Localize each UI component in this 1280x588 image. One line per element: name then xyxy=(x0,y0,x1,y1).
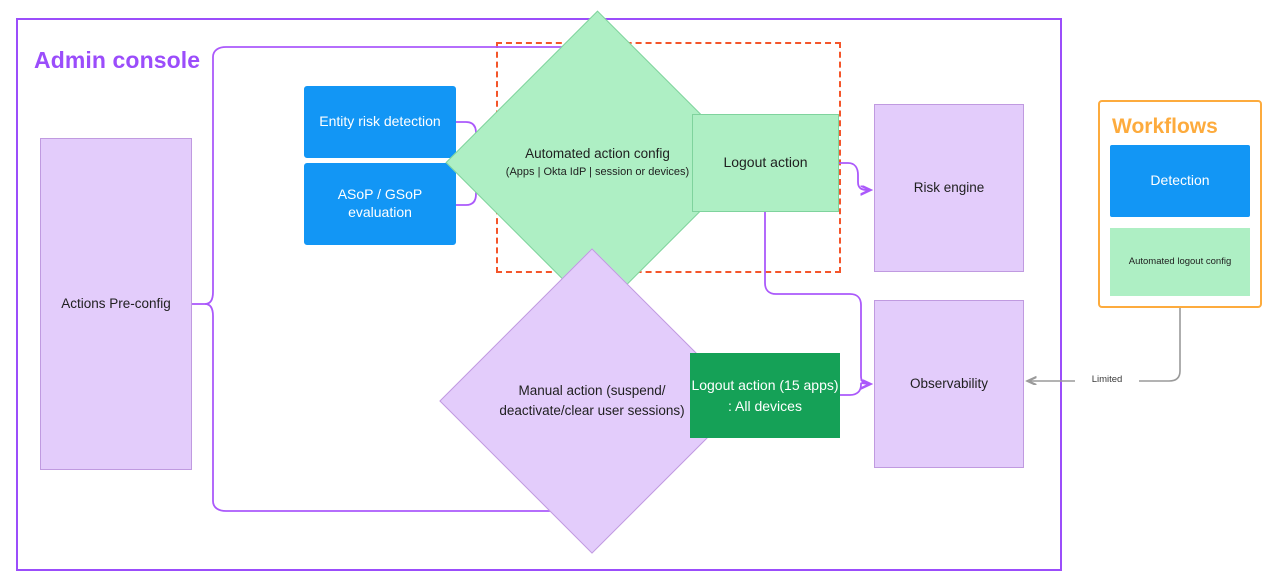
node-automated-action-config[interactable]: Automated action config (Apps | Okta IdP… xyxy=(445,10,750,315)
node-logout-action-all-devices[interactable]: Logout action (15 apps) : All devices xyxy=(690,353,840,438)
node-label: ASoP / GSoP evaluation xyxy=(337,186,423,220)
node-entity-risk-detection[interactable]: Entity risk detection xyxy=(304,86,456,158)
admin-console-title: Admin console xyxy=(34,47,201,74)
node-sublabel: (Apps | Okta IdP | session or devices) xyxy=(505,165,690,178)
node-label: Detection xyxy=(1150,172,1210,189)
node-risk-engine[interactable]: Risk engine xyxy=(874,104,1024,272)
node-manual-action[interactable]: Manual action (suspend/ deactivate/clear… xyxy=(439,248,745,554)
node-workflows-detection[interactable]: Detection xyxy=(1110,145,1250,217)
node-logout-action[interactable]: Logout action xyxy=(692,114,839,212)
node-label: Risk engine xyxy=(913,180,985,196)
edge-label-limited: Limited xyxy=(1075,372,1139,388)
node-label: Automated action config xyxy=(525,146,670,162)
node-label: Automated logout config xyxy=(1128,255,1232,267)
node-actions-preconfig[interactable]: Actions Pre-config xyxy=(40,138,192,470)
node-label: Entity risk detection xyxy=(319,113,441,130)
node-asop-gsop-evaluation[interactable]: ASoP / GSoP evaluation xyxy=(304,163,456,245)
node-label: Actions Pre-config xyxy=(61,296,171,312)
node-label-group: Automated action config (Apps | Okta IdP… xyxy=(506,144,689,180)
node-label: Manual action (suspend/ deactivate/clear… xyxy=(499,382,685,418)
node-workflows-automated-logout-config[interactable]: Automated logout config xyxy=(1110,228,1250,296)
node-label: Logout action (15 apps) : All devices xyxy=(691,377,839,414)
node-observability[interactable]: Observability xyxy=(874,300,1024,468)
node-label: Observability xyxy=(909,376,989,392)
admin-console-frame xyxy=(16,18,1062,571)
workflows-title: Workflows xyxy=(1112,115,1218,138)
node-label: Logout action xyxy=(723,154,808,171)
